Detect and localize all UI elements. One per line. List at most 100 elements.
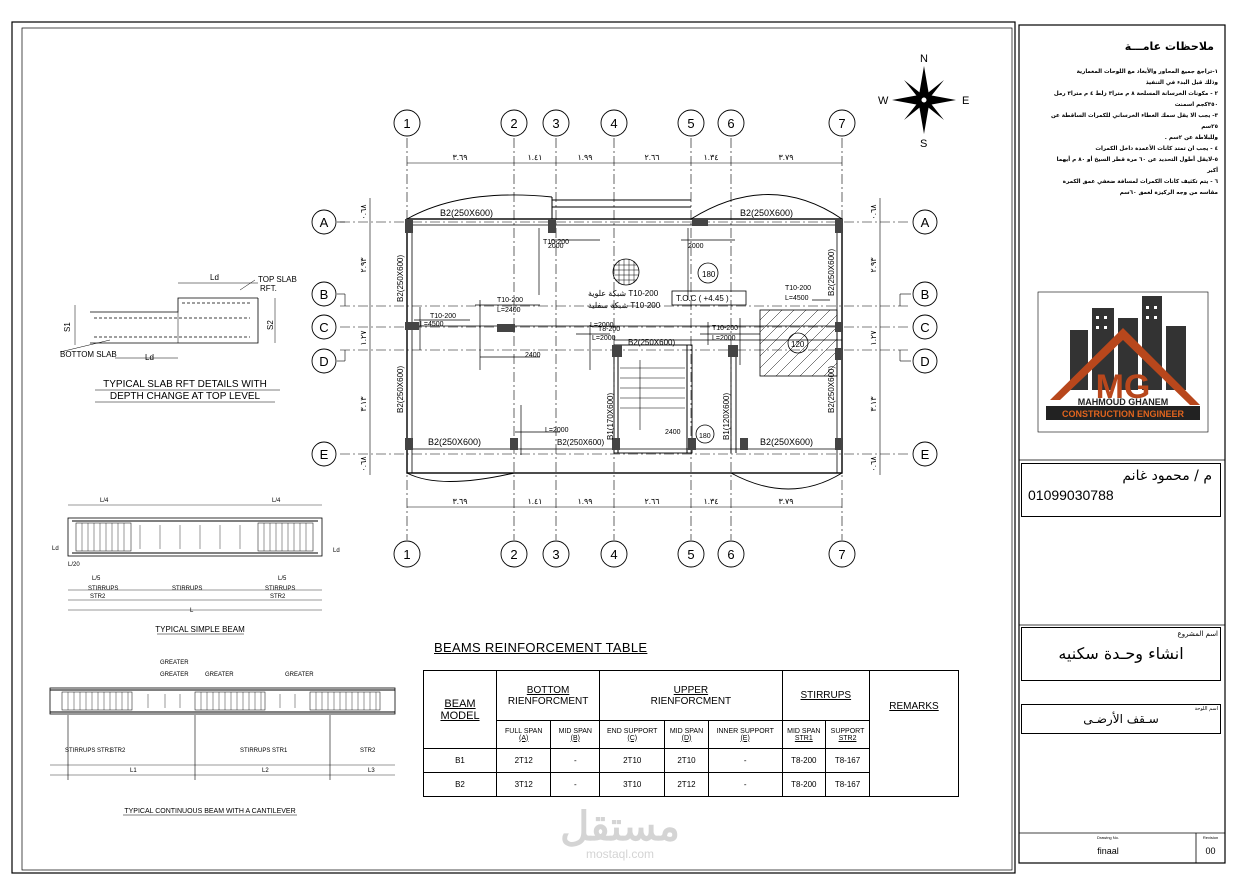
svg-text:CONSTRUCTION ENGINEER: CONSTRUCTION ENGINEER (1062, 409, 1185, 419)
svg-text:٣.٦٩: ٣.٦٩ (452, 153, 467, 162)
svg-text:120: 120 (791, 340, 805, 349)
axis-2-top: 2 (510, 116, 517, 131)
cell-b: - (550, 772, 601, 797)
svg-text:B2(250X600): B2(250X600) (396, 255, 405, 302)
svg-text:L/5: L/5 (278, 576, 287, 582)
axis-e-left: E (320, 447, 329, 462)
cell-str1: T8-200 (781, 748, 827, 773)
svg-text:١.٣٤: ١.٣٤ (703, 497, 718, 506)
continuous-beam-detail (49, 687, 396, 780)
note-item: ٢ - مكونات الخرسانة المسلحة ٨ م مترا٣ زل… (1053, 91, 1218, 108)
svg-text:GREATER: GREATER (285, 672, 314, 678)
svg-text:Ld: Ld (52, 546, 59, 552)
sub-mid-span: MID SPAN (787, 727, 821, 735)
h-stirrups: STIRRUPS (800, 690, 852, 701)
svg-text:STR2: STR2 (270, 594, 286, 600)
svg-text:٣.١٣: ٣.١٣ (869, 396, 878, 412)
note-item: ٣- يجب الا يقل سمك الغطاء الخرساني للكمر… (1050, 113, 1218, 130)
svg-text:GREATER: GREATER (160, 660, 189, 666)
drawing-name: سـقف الأرضـى (1083, 712, 1159, 726)
grid-bubbles: 1 2 3 4 5 6 7 1 2 3 4 5 6 7 A B C D E A … (311, 109, 938, 568)
axis-1-top: 1 (403, 116, 410, 131)
svg-text:STR2: STR2 (360, 748, 376, 754)
svg-text:STIRRUPS STR1: STIRRUPS STR1 (240, 748, 288, 754)
svg-text:Ld: Ld (210, 273, 219, 282)
code-c: (C) (627, 734, 638, 742)
cell-d: 2T10 (664, 748, 709, 773)
compass-n: N (920, 53, 928, 65)
svg-text:شبكة سفلية T10-200: شبكة سفلية T10-200 (588, 301, 661, 310)
axis-a-right: A (921, 215, 930, 230)
code-str2: STR2 (838, 734, 857, 742)
axis-4-bottom: 4 (610, 547, 617, 562)
svg-text:L: L (190, 608, 194, 614)
svg-text:٢.٦٦: ٢.٦٦ (644, 497, 659, 506)
revision-cell: Revision 00 (1197, 835, 1224, 862)
beam-labels: B2(250X600) B2(250X600) B2(250X600) B2(2… (396, 208, 836, 447)
svg-text:MAHMOUD GHANEM: MAHMOUD GHANEM (1078, 397, 1169, 407)
code-str1: STR1 (794, 734, 813, 742)
cell-model: B2 (423, 772, 497, 797)
compass-icon: N S E W (878, 53, 969, 150)
svg-text:B2(250X600): B2(250X600) (827, 366, 836, 413)
h-bottom: BOTTOM (526, 684, 570, 696)
note-item: ٦ - يتم تكثيف كانات الكمرات لمسافة ضعفي … (1062, 179, 1218, 185)
axis-7-top: 7 (838, 116, 845, 131)
h-upper: UPPER (673, 684, 709, 696)
axis-e-right: E (921, 447, 930, 462)
svg-text:T10-200: T10-200 (712, 325, 738, 332)
axis-6-bottom: 6 (727, 547, 734, 562)
svg-text:١.٤١: ١.٤١ (527, 497, 542, 506)
svg-text:L/20: L/20 (68, 562, 80, 568)
slab-plan (337, 138, 911, 540)
axis-7-bottom: 7 (838, 547, 845, 562)
svg-text:STIRRUPS STR1: STIRRUPS STR1 (65, 748, 113, 754)
svg-text:B2(250X600): B2(250X600) (628, 338, 675, 347)
note-item: وذلك قبل البدء في التنفيذ (1145, 80, 1218, 86)
svg-text:Ld: Ld (145, 353, 154, 362)
axis-c-left: C (319, 320, 328, 335)
svg-text:B2(250X600): B2(250X600) (827, 249, 836, 296)
axis-5-top: 5 (687, 116, 694, 131)
compass-e: E (962, 95, 969, 107)
svg-text:GREATER: GREATER (160, 672, 189, 678)
svg-text:RFT.: RFT. (260, 284, 277, 293)
cell-a: 3T12 (495, 772, 552, 797)
svg-text:٢.٩٣: ٢.٩٣ (359, 257, 368, 273)
axis-2-bottom: 2 (510, 547, 517, 562)
svg-text:TYPICAL SIMPLE BEAM: TYPICAL SIMPLE BEAM (155, 625, 245, 634)
h-remarks: REMARKS (889, 701, 939, 712)
svg-text:L=4500: L=4500 (420, 321, 444, 328)
axis-6-top: 6 (727, 116, 734, 131)
svg-text:S1: S1 (63, 322, 72, 332)
svg-text:شبكة علوية T10-200: شبكة علوية T10-200 (588, 289, 659, 298)
svg-text:B2(250X600): B2(250X600) (428, 437, 481, 447)
note-item: مقاسه من وجه الركيزة لعمق ٦٠سم (1119, 190, 1218, 196)
axis-b-right: B (921, 287, 930, 302)
note-item: ١-تراجع جميع المحاور والأبعاد مع اللوحات… (1076, 69, 1218, 75)
drawing-label: اسم اللوحة (1194, 706, 1218, 712)
code-b: (B) (570, 734, 580, 742)
project-label: اسم المشروع (1177, 630, 1218, 638)
svg-text:L/5: L/5 (92, 576, 101, 582)
svg-text:١.٩٩: ١.٩٩ (577, 497, 592, 506)
axis-3-top: 3 (552, 116, 559, 131)
svg-text:L=2000: L=2000 (545, 427, 569, 434)
svg-text:STR2: STR2 (110, 748, 126, 754)
notes-title: ملاحظات عامـــة (1124, 40, 1214, 53)
svg-text:L1: L1 (130, 768, 137, 774)
svg-text:2000: 2000 (688, 243, 704, 250)
svg-text:١.٩٩: ١.٩٩ (577, 153, 592, 162)
company-logo: MG MAHMOUD GHANEM CONSTRUCTION ENGINEER (1037, 291, 1209, 433)
svg-text:٠.٦٨: ٠.٦٨ (359, 456, 368, 472)
svg-text:٣.٦٩: ٣.٦٩ (452, 497, 467, 506)
title-block (1018, 24, 1226, 864)
svg-text:٠.٦٨: ٠.٦٨ (359, 204, 368, 220)
watermark: مستقل mostaql.com (560, 805, 680, 861)
cell-c: 3T10 (599, 772, 666, 797)
code-d: (D) (681, 734, 692, 742)
svg-text:B2(250X600): B2(250X600) (396, 366, 405, 413)
